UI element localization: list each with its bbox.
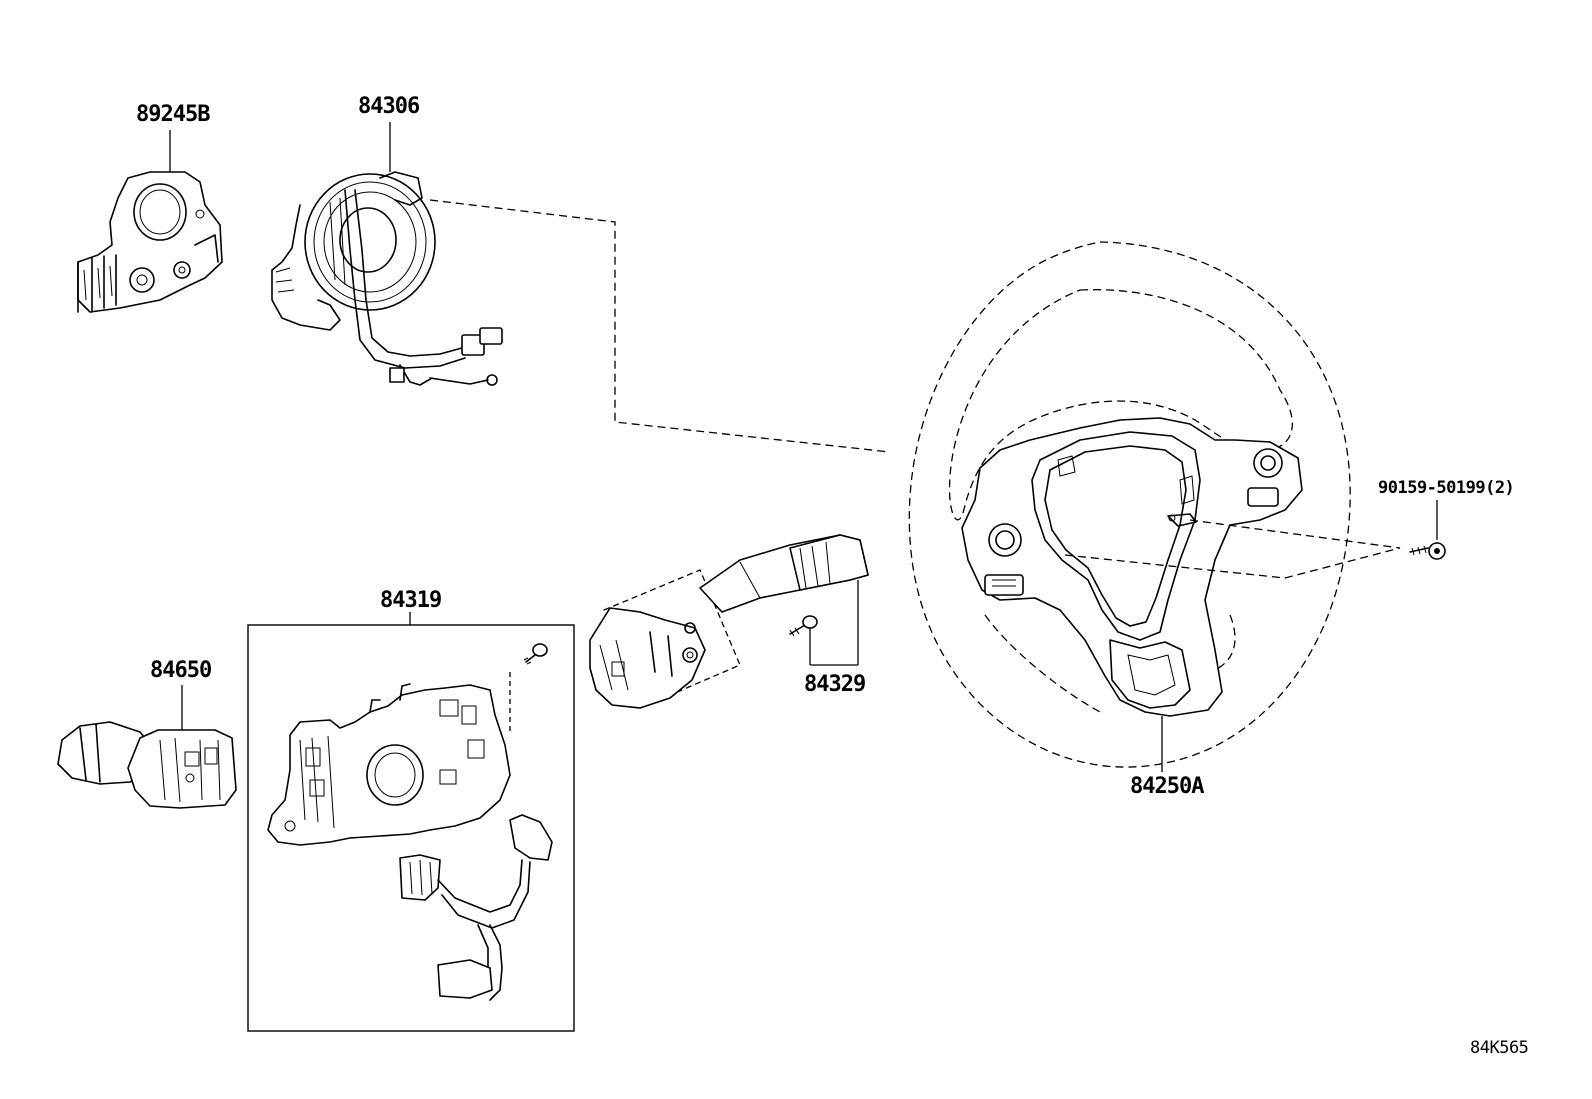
part-84319-switch-body[interactable] [267,612,511,846]
part-84306-spiral-cable[interactable] [271,122,503,386]
part-84319-wire-harness[interactable] [399,814,553,1001]
label-84650[interactable]: 84650 [150,658,212,683]
label-84306[interactable]: 84306 [358,94,420,119]
label-89245b[interactable]: 89245B [136,102,210,127]
label-90159-50199[interactable]: 90159-50199(2) [1378,478,1515,498]
part-89245b-sensor[interactable] [77,130,223,313]
part-84319-screw[interactable] [523,643,548,665]
label-84319[interactable]: 84319 [380,588,442,613]
connection-line-90159 [1064,519,1401,579]
diagram-ref-code: 84K565 [1470,1038,1529,1058]
part-90159-50199-bolt[interactable] [1409,500,1446,560]
part-84329-light-switch[interactable] [589,534,869,709]
label-84329[interactable]: 84329 [804,672,866,697]
part-84650-wiper-switch[interactable] [57,685,237,809]
connection-line-84306 [429,199,891,453]
label-84250a[interactable]: 84250A [1130,774,1204,799]
part-84250a-steering-wheel[interactable] [908,241,1351,772]
part-84319-group-box [247,624,575,1032]
